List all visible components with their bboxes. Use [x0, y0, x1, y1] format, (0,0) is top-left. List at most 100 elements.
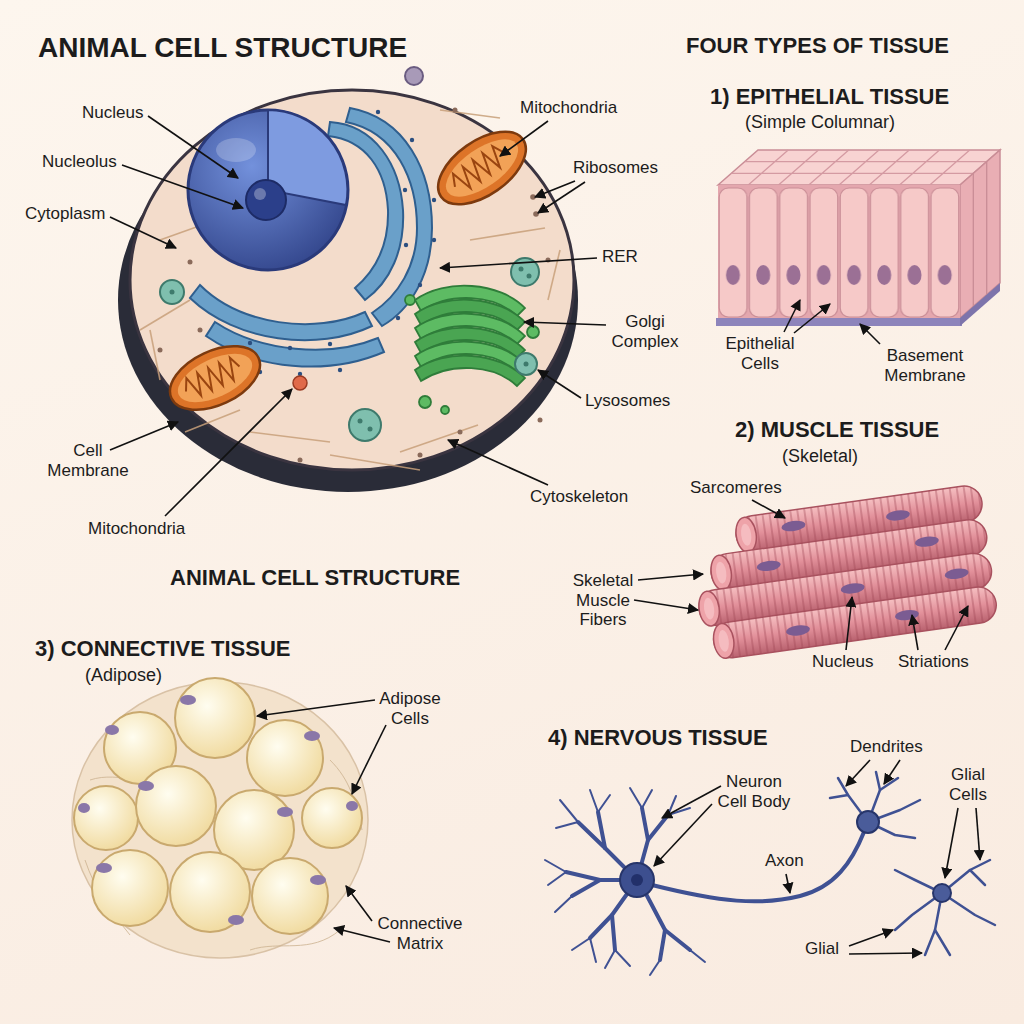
- skeletal-muscle: [885, 509, 910, 522]
- adipose-cell: [170, 852, 250, 932]
- nucleus: [188, 110, 348, 270]
- cytoskeleton: [470, 228, 545, 240]
- glial-body: [933, 884, 951, 902]
- mitochondrion: [448, 143, 510, 195]
- leader-line: [524, 322, 606, 325]
- er-ribosome: [248, 341, 252, 345]
- golgi-complex: [419, 396, 431, 408]
- leader-line: [752, 500, 785, 518]
- er-ribosome: [328, 342, 332, 346]
- dendrite: [880, 778, 898, 790]
- cytoskeleton: [140, 300, 190, 330]
- dendrite: [630, 788, 642, 808]
- dendrite: [566, 808, 690, 960]
- leader-line: [538, 370, 581, 398]
- nucleus: [254, 188, 266, 200]
- leader-line: [110, 217, 176, 248]
- golgi-complex: [415, 356, 525, 386]
- epithelial-tissue: [718, 150, 1000, 185]
- epithelial-tissue: [973, 162, 986, 307]
- leader-line: [976, 808, 980, 860]
- leader-line: [440, 258, 597, 268]
- part-label: Cell Membrane: [42, 441, 134, 480]
- mitochondrion: [426, 117, 539, 219]
- dendrite: [830, 795, 848, 798]
- part-label: Basement Membrane: [875, 346, 975, 385]
- skeletal-muscle: [894, 609, 919, 622]
- skeletal-muscle: [711, 585, 998, 660]
- lysosome: [405, 67, 423, 85]
- dendrite: [830, 772, 920, 838]
- er-ribosome: [418, 283, 422, 287]
- part-label: Cytoplasm: [25, 204, 105, 224]
- basement-membrane: [716, 318, 962, 326]
- mitochondrion: [160, 333, 270, 423]
- adipose-nucleus: [304, 731, 320, 741]
- adipose-cell: [302, 788, 362, 848]
- ribosome: [158, 348, 163, 353]
- ribosome: [298, 458, 303, 463]
- dendrite: [648, 815, 668, 840]
- skeletal-muscle: [703, 597, 716, 620]
- section-heading: 4) NERVOUS TISSUE: [548, 725, 768, 750]
- adipose-cell: [136, 766, 216, 846]
- part-label: Mitochondria: [520, 98, 617, 118]
- lysosome: [515, 353, 537, 375]
- glial-process: [970, 870, 985, 885]
- skeletal-muscle: [740, 523, 753, 546]
- ribosome: [158, 108, 551, 463]
- part-label: Dendrites: [850, 737, 923, 757]
- adipose-nucleus: [96, 863, 112, 873]
- adipose-nucleus: [277, 807, 293, 817]
- leader-line: [846, 760, 870, 786]
- ribosome: [530, 194, 536, 200]
- golgi-complex: [441, 406, 449, 414]
- part-label: Striations: [898, 652, 969, 672]
- leader-line: [110, 116, 980, 954]
- dendrite: [598, 812, 605, 848]
- er-ribosome: [404, 243, 408, 247]
- leader-line: [346, 886, 372, 921]
- part-label: Cytoskeleton: [530, 487, 628, 507]
- dendrite: [545, 788, 705, 975]
- lysosome: [160, 67, 539, 441]
- leader-line: [638, 574, 703, 580]
- part-label: Adipose Cells: [370, 689, 450, 728]
- glial-process: [935, 930, 950, 955]
- animal-cell: [118, 67, 578, 492]
- dendrite: [650, 960, 660, 975]
- er-ribosome: [338, 368, 342, 372]
- leader-line: [849, 930, 893, 946]
- axon: [652, 832, 864, 901]
- part-label: Connective Matrix: [374, 914, 466, 953]
- golgi-complex: [405, 286, 539, 414]
- nucleolus: [246, 180, 286, 220]
- leader-line: [634, 600, 698, 610]
- part-label: Skeletal Muscle Fibers: [564, 571, 642, 630]
- mitochondrion: [437, 128, 528, 207]
- dendrite: [645, 892, 665, 960]
- dendrite: [572, 880, 600, 896]
- cytoskeleton: [440, 110, 500, 118]
- skeletal-muscle: [944, 567, 969, 580]
- adipose-cell: [74, 678, 362, 934]
- leader-line: [846, 597, 852, 650]
- epithelial-tissue: [731, 150, 986, 185]
- epithelial-tissue: [716, 150, 1000, 326]
- dendrite: [665, 930, 690, 950]
- er-ribosome: [432, 198, 436, 202]
- part-label: Axon: [765, 851, 804, 871]
- skeletal-muscle: [785, 624, 810, 637]
- cytoskeleton: [250, 432, 330, 442]
- cytoskeleton: [548, 250, 560, 300]
- leader-line: [860, 324, 880, 344]
- leader-line: [794, 304, 830, 333]
- soma-nucleus: [631, 874, 643, 886]
- ribosome: [538, 418, 543, 423]
- cytoskeleton: [185, 410, 240, 432]
- ribosome: [188, 260, 193, 265]
- part-label: Nucleus: [82, 103, 143, 123]
- section-heading: FOUR TYPES OF TISSUE: [686, 33, 949, 58]
